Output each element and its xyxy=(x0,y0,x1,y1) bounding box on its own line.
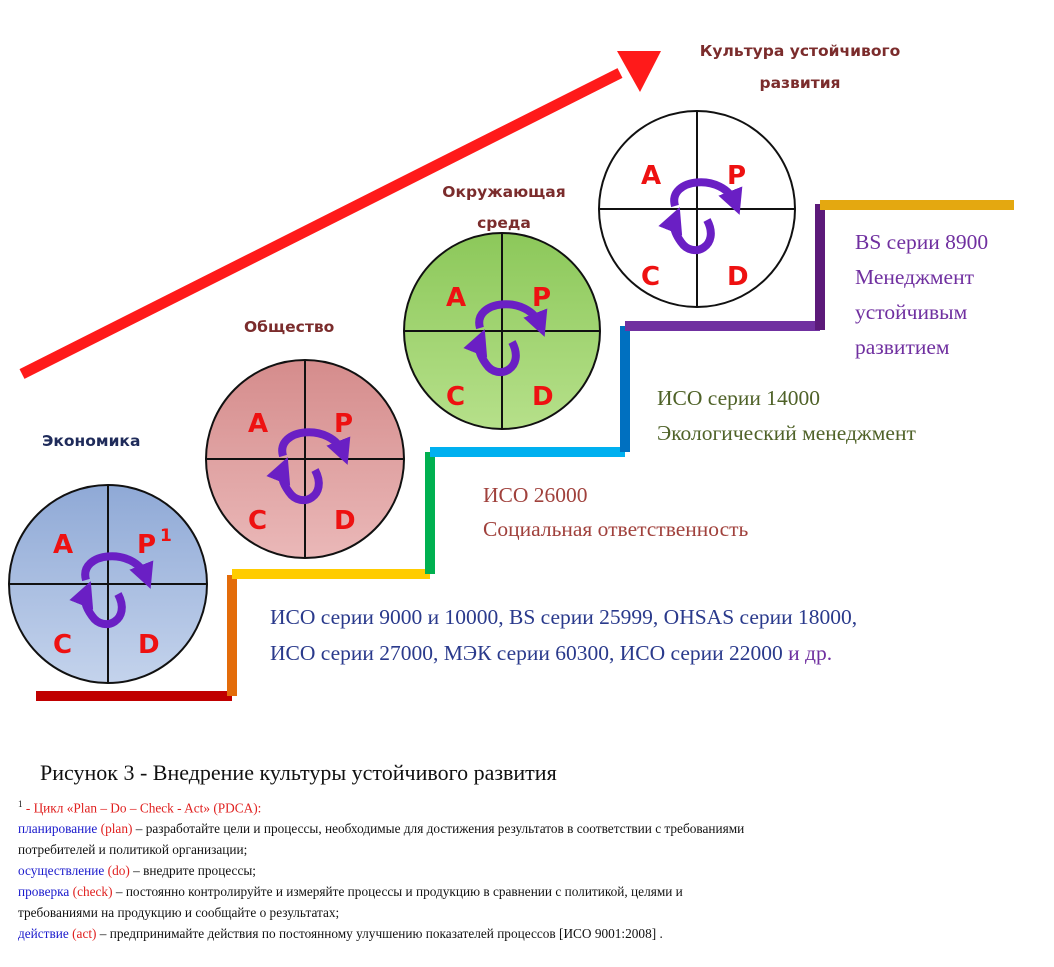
footnote-plan: планирование (plan) – разработайте цели … xyxy=(18,821,745,837)
label-society: Общество xyxy=(244,318,334,336)
sustainability-diagram: A P 1 C D A P C D A P xyxy=(8,42,1014,701)
footnote-intro: 1 - Цикл «Plan – Do – Check - Act» (PDCA… xyxy=(18,799,262,816)
standards-bs-line1: BS серии 8900 xyxy=(855,230,988,254)
pdca-circle-environment: A P C D xyxy=(403,232,601,430)
quadrant-c: C xyxy=(446,382,465,412)
quadrant-a: A xyxy=(53,530,73,560)
standards-bs-line3: устойчивым xyxy=(855,300,968,324)
quadrant-d: D xyxy=(138,630,160,660)
quadrant-p: P xyxy=(727,161,746,191)
footnote-check: проверка (check) – постоянно контролируй… xyxy=(18,884,683,900)
cycle-arrows-icon xyxy=(69,552,154,629)
quadrant-p: P xyxy=(334,409,353,439)
quadrant-c: C xyxy=(53,630,72,660)
label-environment-line2: среда xyxy=(477,214,531,232)
footnote-do: осуществление (do) – внедрите процессы; xyxy=(18,863,256,879)
cycle-arrows-icon xyxy=(658,178,743,255)
footnote: 1 - Цикл «Plan – Do – Check - Act» (PDCA… xyxy=(18,794,1028,944)
standards-eco-line1: ИСО серии 14000 xyxy=(657,386,820,410)
standards-social-line2: Социальная ответственность xyxy=(483,517,749,541)
footnote-check-cont: требованиями на продукцию и сообщайте о … xyxy=(18,905,340,921)
quadrant-a: A xyxy=(641,161,661,191)
standards-base-line1: ИСО серии 9000 и 10000, BS серии 25999, … xyxy=(270,605,857,629)
standards-bs-line4: развитием xyxy=(855,335,950,359)
standards-eco-line2: Экологический менеджмент xyxy=(657,421,916,445)
label-culture-line1: Культура устойчивого xyxy=(700,42,900,60)
quadrant-d: D xyxy=(334,506,356,536)
standards-bs-line2: Менеджмент xyxy=(855,265,975,289)
footnote-plan-cont: потребителей и политикой организации; xyxy=(18,842,248,858)
quadrant-a: A xyxy=(446,283,466,313)
figure-caption: Рисунок 3 - Внедрение культуры устойчиво… xyxy=(40,760,557,785)
staircase xyxy=(36,200,1014,701)
quadrant-d: D xyxy=(532,382,554,412)
pdca-circle-society: A P C D xyxy=(205,359,405,559)
cycle-arrows-icon xyxy=(266,428,351,505)
growth-arrow xyxy=(19,51,661,379)
quadrant-c: C xyxy=(248,506,267,536)
standards-social-line1: ИСО 26000 xyxy=(483,483,588,507)
pdca-circle-economy: A P 1 C D xyxy=(8,484,208,684)
standards-base-line2: ИСО серии 27000, МЭК серии 60300, ИСО се… xyxy=(270,641,832,665)
label-culture-line2: развития xyxy=(759,74,840,92)
pdca-circle-sustainability: A P C D xyxy=(598,110,796,308)
label-economy: Экономика xyxy=(42,432,140,450)
cycle-arrows-icon xyxy=(463,300,548,377)
footnote-act: действие (act) – предпринимайте действия… xyxy=(18,926,663,942)
quadrant-d: D xyxy=(727,262,749,292)
quadrant-p: P xyxy=(532,283,551,313)
label-environment-line1: Окружающая xyxy=(442,183,565,201)
quadrant-c: C xyxy=(641,262,660,292)
quadrant-p: P xyxy=(137,530,156,560)
superscript-1: 1 xyxy=(160,526,172,546)
quadrant-a: A xyxy=(248,409,268,439)
